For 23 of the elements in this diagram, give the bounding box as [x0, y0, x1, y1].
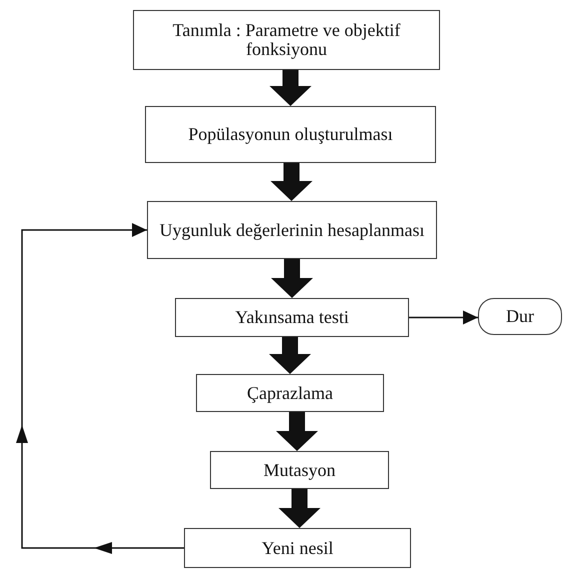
block-arrow — [269, 337, 311, 374]
block-arrow — [276, 412, 318, 451]
node-label: Dur — [506, 307, 534, 326]
node-label: Mutasyon — [264, 460, 336, 480]
process-box — [145, 106, 436, 163]
node-label: Popülasyonun oluşturulması — [188, 125, 393, 144]
process-box — [210, 451, 389, 489]
block-arrow — [278, 489, 320, 528]
block-arrow — [270, 70, 312, 106]
node-label: Uygunluk değerlerinin hesaplanması — [160, 220, 424, 240]
process-box — [175, 298, 409, 337]
arrow — [409, 310, 478, 324]
node-label: Yeni nesil — [262, 538, 334, 558]
block-arrow — [271, 259, 313, 298]
process-box — [184, 528, 411, 568]
process-box — [147, 201, 437, 259]
node-label: Tanımla : Parametre ve objektif fonksiyonu — [172, 21, 402, 59]
process-box — [196, 374, 384, 412]
node-label: Çaprazlama — [247, 384, 333, 402]
terminal-box — [478, 298, 562, 335]
node-label: Yakınsama testi — [235, 308, 349, 327]
process-box — [133, 10, 440, 70]
block-arrow — [270, 163, 312, 201]
